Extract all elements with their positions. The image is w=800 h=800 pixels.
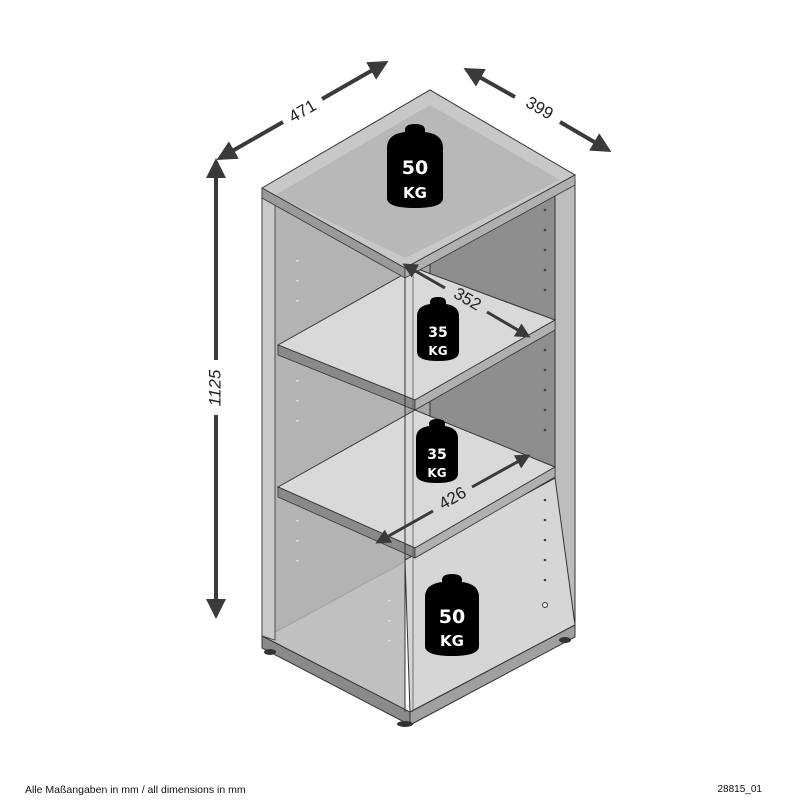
- weight-unit: KG: [427, 466, 446, 480]
- article-code: 28815_01: [717, 784, 763, 795]
- foot-front: [397, 721, 413, 727]
- foot-left: [264, 649, 276, 655]
- weight-value: 50: [402, 157, 428, 179]
- shelf-lower-right-edge: [414, 466, 556, 559]
- units-note: Alle Maßangaben in mm / all dimensions i…: [25, 784, 246, 796]
- weight-shelf-lower: 35 KG: [416, 419, 458, 483]
- weight-value: 35: [427, 447, 446, 463]
- weight-bottom: 50 KG: [425, 574, 479, 656]
- plinth-right: [409, 624, 576, 726]
- dimension-width-label: 471: [285, 96, 319, 127]
- shelf-upper-right-edge: [414, 319, 556, 411]
- weight-top: 50 KG: [387, 124, 443, 208]
- weight-shelf-upper: 35 KG: [417, 297, 459, 361]
- weight-value: 35: [428, 325, 447, 341]
- shelf-pin-holes: [542, 208, 548, 608]
- weight-icon: [416, 419, 458, 483]
- weight-unit: KG: [428, 344, 447, 358]
- weight-unit: KG: [403, 184, 427, 202]
- weight-icon: [387, 124, 443, 208]
- foot-right: [559, 637, 571, 643]
- cabinet: [260, 89, 577, 727]
- weight-icon: [425, 574, 479, 656]
- left-side-edge: [261, 189, 276, 641]
- dimension-height: 1125: [205, 158, 226, 619]
- weight-value: 50: [439, 606, 465, 628]
- dimension-depth-label: 399: [522, 93, 556, 124]
- shelf-pin-holes-left: [296, 260, 391, 642]
- weight-unit: KG: [440, 632, 464, 650]
- weight-icon: [417, 297, 459, 361]
- dimension-height-label: 1125: [205, 369, 224, 406]
